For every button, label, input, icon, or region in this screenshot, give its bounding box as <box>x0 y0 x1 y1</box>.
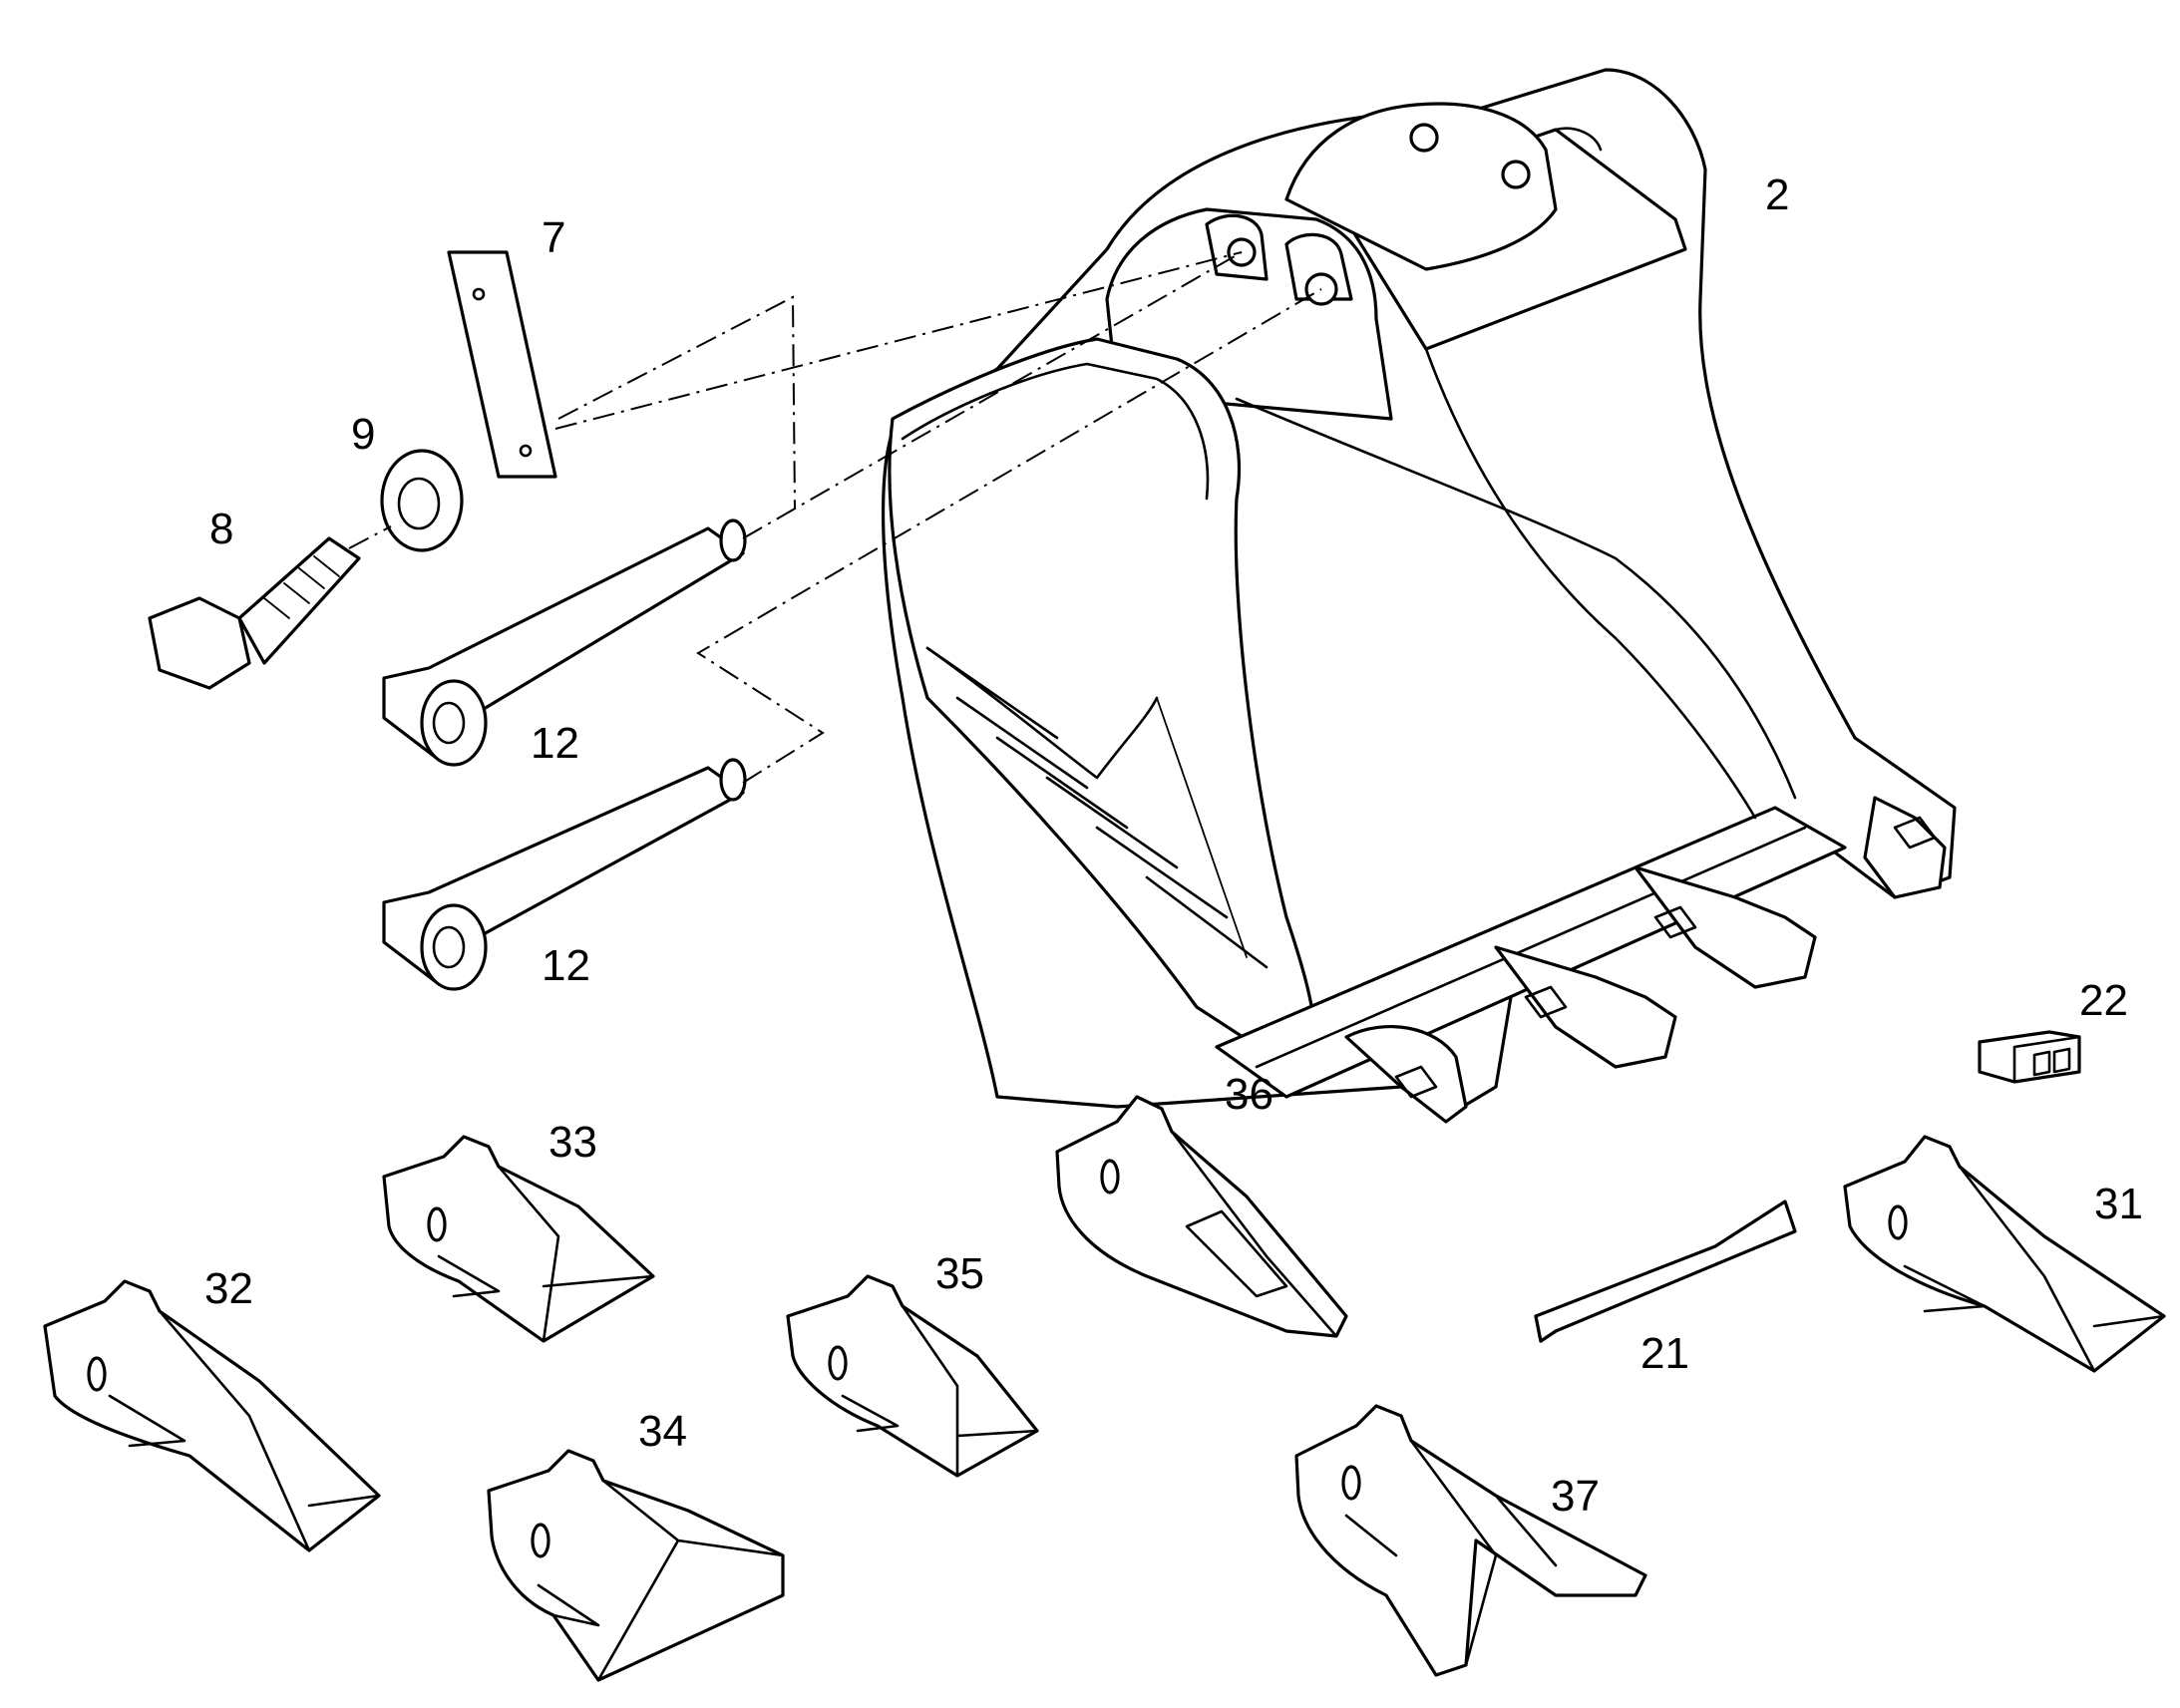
label-35: 35 <box>935 1249 984 1298</box>
tooth-31 <box>1843 1135 2166 1373</box>
lock-22 <box>1978 1030 2081 1084</box>
bucket-assembly <box>881 68 1957 1124</box>
tooth-37 <box>1294 1404 1647 1677</box>
pin-assembly <box>148 250 1322 991</box>
label-33: 33 <box>548 1118 597 1167</box>
label-34: 34 <box>638 1407 687 1456</box>
tooth-35 <box>786 1274 1039 1478</box>
label-22: 22 <box>2079 976 2128 1025</box>
label-36: 36 <box>1225 1070 1273 1119</box>
label-9: 9 <box>351 410 375 459</box>
label-7: 7 <box>542 213 565 262</box>
label-12-lower: 12 <box>542 941 590 990</box>
label-12-upper: 12 <box>531 719 579 768</box>
label-21: 21 <box>1640 1329 1689 1378</box>
tooth-33 <box>382 1135 655 1343</box>
wear-strip-21 <box>1534 1199 1797 1343</box>
label-31: 31 <box>2094 1180 2143 1228</box>
label-2: 2 <box>1765 171 1789 219</box>
tooth-34 <box>487 1449 785 1682</box>
tooth-36 <box>1055 1095 1348 1338</box>
label-37: 37 <box>1551 1472 1600 1521</box>
label-8: 8 <box>209 505 233 553</box>
label-32: 32 <box>204 1264 253 1313</box>
tooth-32 <box>43 1279 381 1552</box>
